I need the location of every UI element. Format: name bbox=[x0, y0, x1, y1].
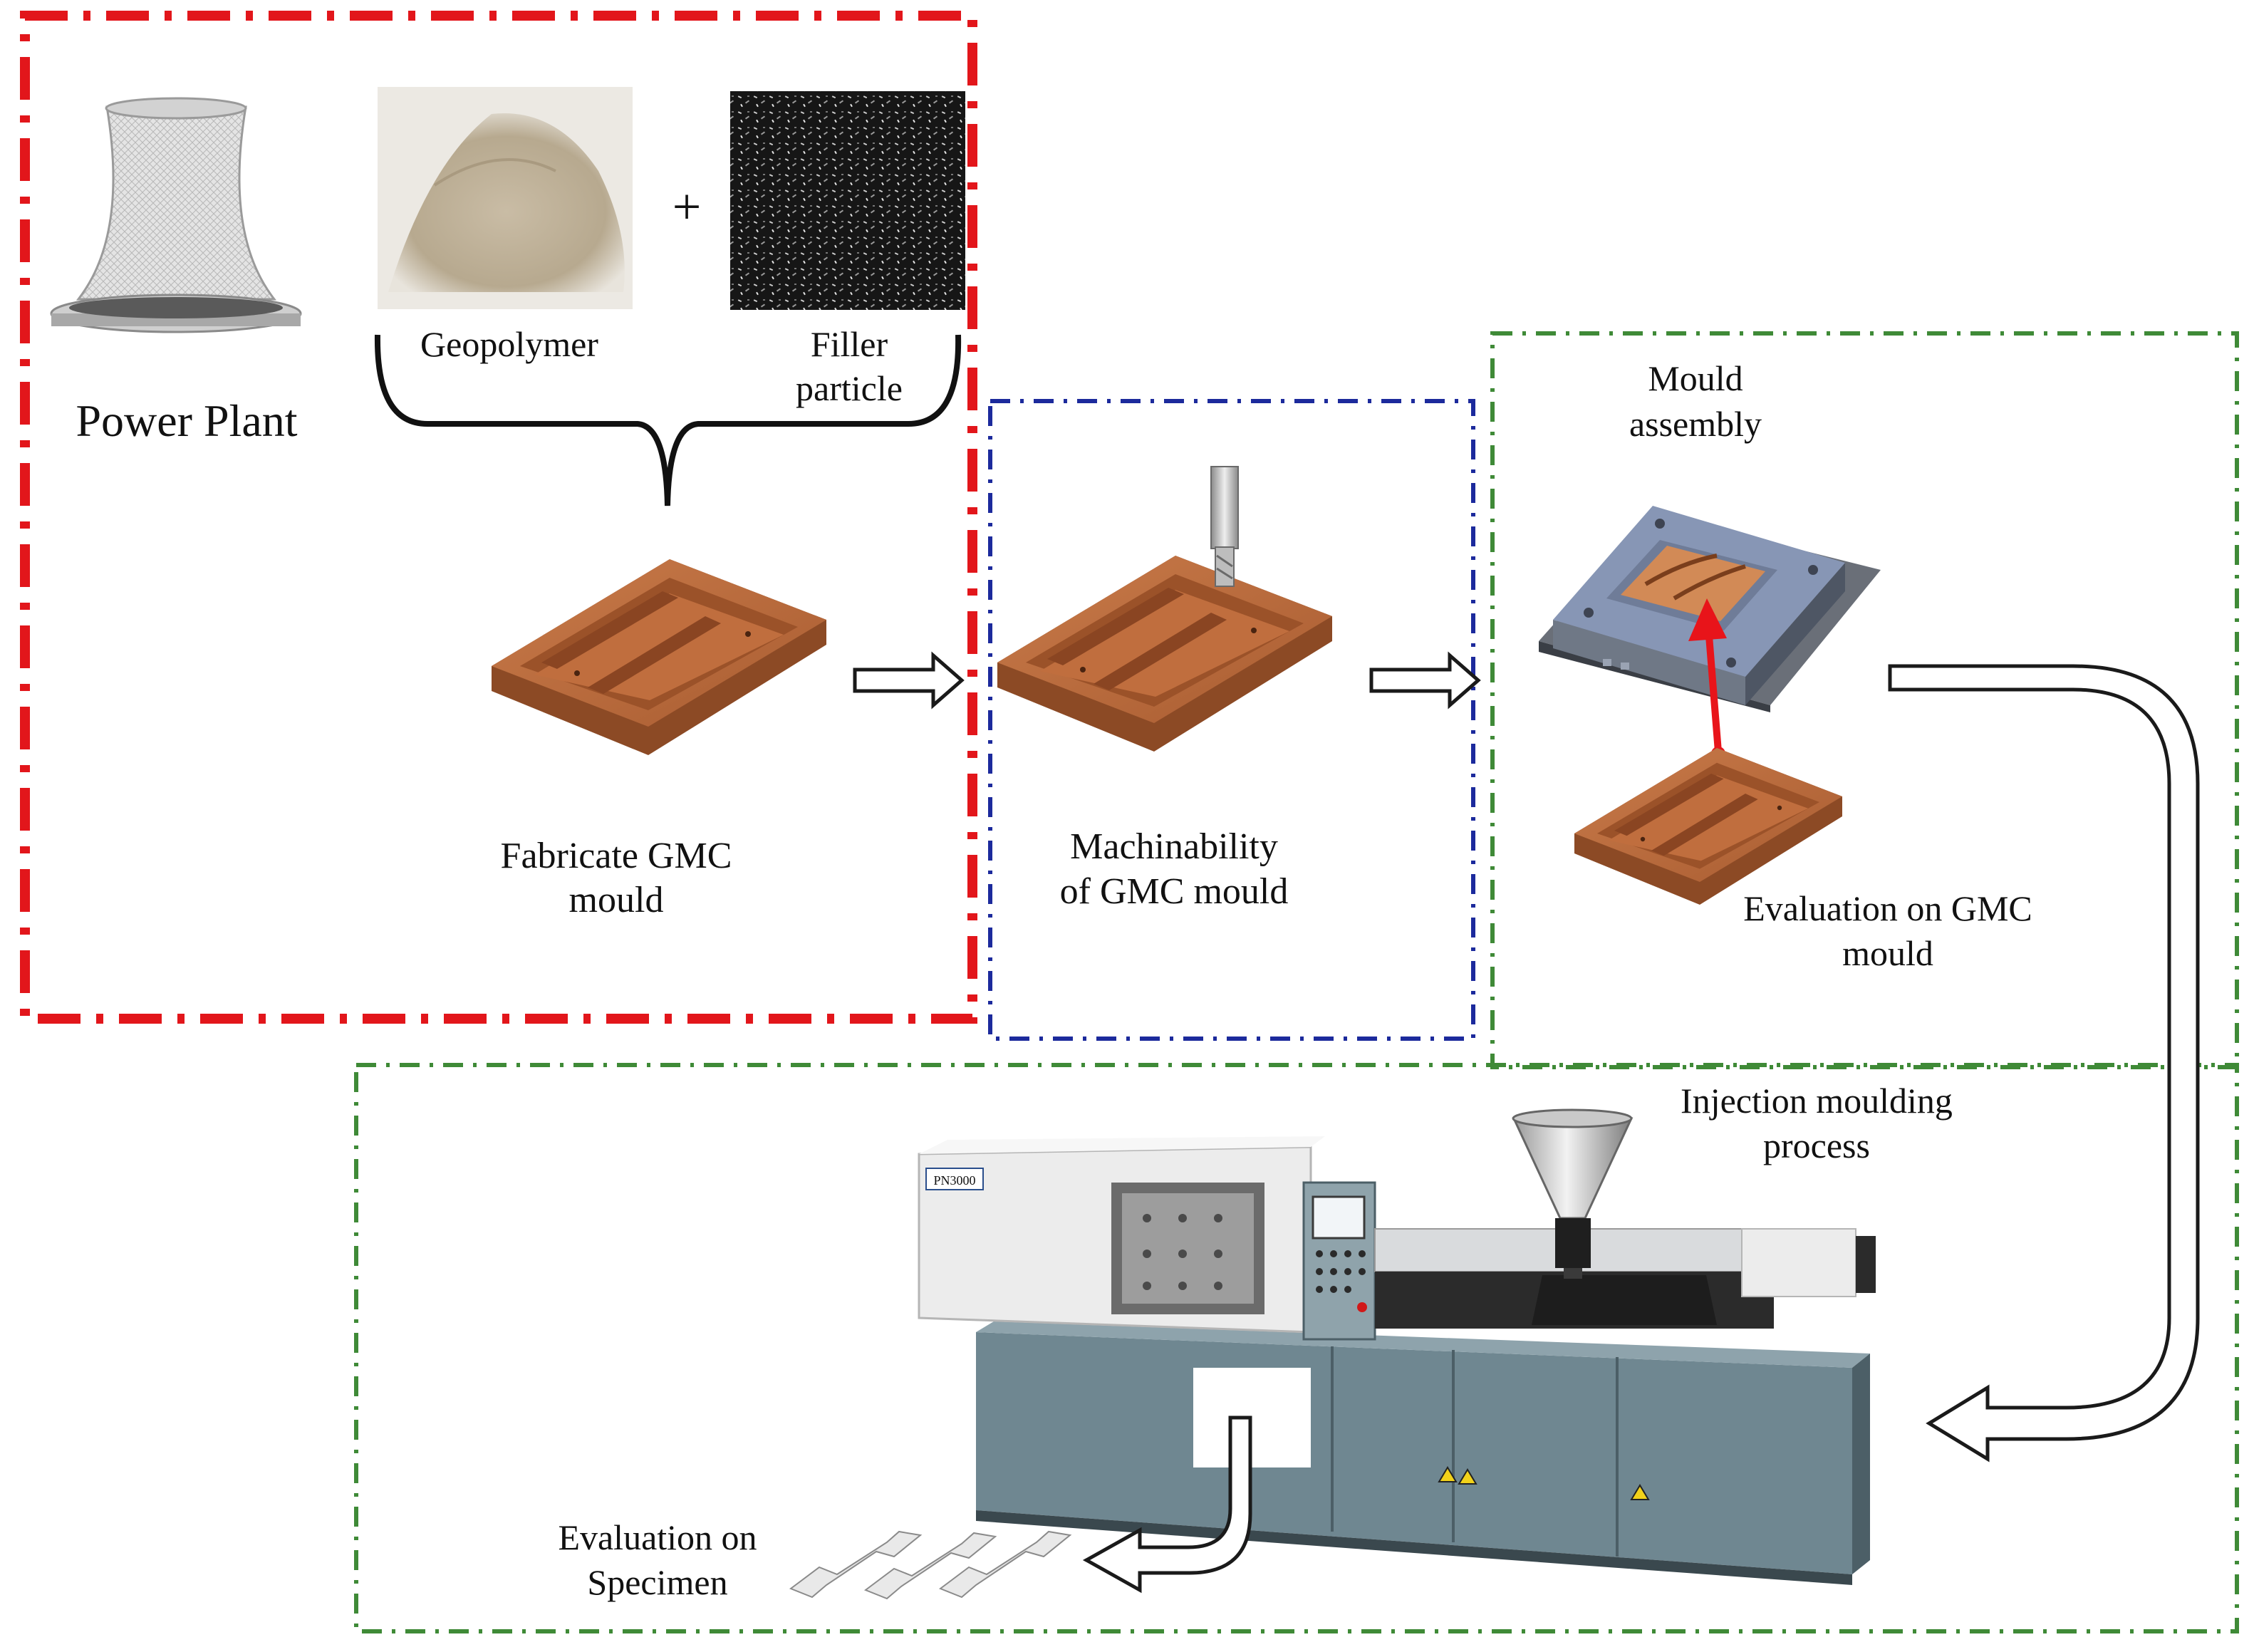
eval-specimen-label-line1: Evaluation on bbox=[558, 1517, 757, 1557]
arrow-to-assembly bbox=[1371, 655, 1478, 705]
gmc-mould-machining bbox=[997, 556, 1332, 752]
machinability-label-line2: of GMC mould bbox=[1060, 871, 1289, 912]
mould-assembly-icon bbox=[1539, 506, 1881, 712]
gmc-mould-evaluated bbox=[1574, 748, 1842, 905]
stage2-border bbox=[988, 399, 1475, 1041]
power-plant-label: Power Plant bbox=[76, 395, 297, 446]
stage4-border bbox=[354, 1063, 2239, 1633]
filler-particles-photo bbox=[730, 91, 965, 310]
grouping-brace bbox=[374, 334, 962, 506]
gmc-mould-fabricated bbox=[492, 559, 826, 755]
geopolymer-photo bbox=[378, 87, 633, 309]
injection-moulding-machine-icon: PN3000 bbox=[918, 1108, 1876, 1585]
injection-label-line2: process bbox=[1763, 1126, 1870, 1165]
eval-mould-label-line1: Evaluation on GMC bbox=[1743, 888, 2032, 928]
mould-assembly-label-line2: assembly bbox=[1629, 404, 1762, 444]
fabricate-label-line1: Fabricate GMC bbox=[501, 836, 732, 876]
filler-label-line2: particle bbox=[796, 368, 903, 408]
end-mill-cutter-icon bbox=[1210, 466, 1239, 587]
filler-label-line1: Filler bbox=[811, 324, 888, 364]
fabricate-label-line2: mould bbox=[569, 880, 664, 920]
injection-label-line1: Injection moulding bbox=[1681, 1081, 1953, 1121]
arrow-machine-to-specimen bbox=[1082, 1415, 1252, 1594]
plus-sign: + bbox=[672, 178, 702, 235]
eval-specimen-label-line2: Specimen bbox=[587, 1562, 727, 1602]
cooling-tower-icon bbox=[50, 97, 302, 333]
eval-mould-label-line2: mould bbox=[1842, 933, 1933, 973]
dogbone-specimen-icon bbox=[789, 1530, 1072, 1600]
arrow-to-machinability bbox=[855, 655, 962, 705]
mould-assembly-label-line1: Mould bbox=[1648, 358, 1743, 398]
machinability-label-line1: Machinability bbox=[1070, 826, 1278, 867]
machine-badge-text: PN3000 bbox=[933, 1173, 975, 1188]
geopolymer-label: Geopolymer bbox=[420, 324, 598, 364]
arrow-assembly-to-injection bbox=[1888, 664, 2200, 1463]
